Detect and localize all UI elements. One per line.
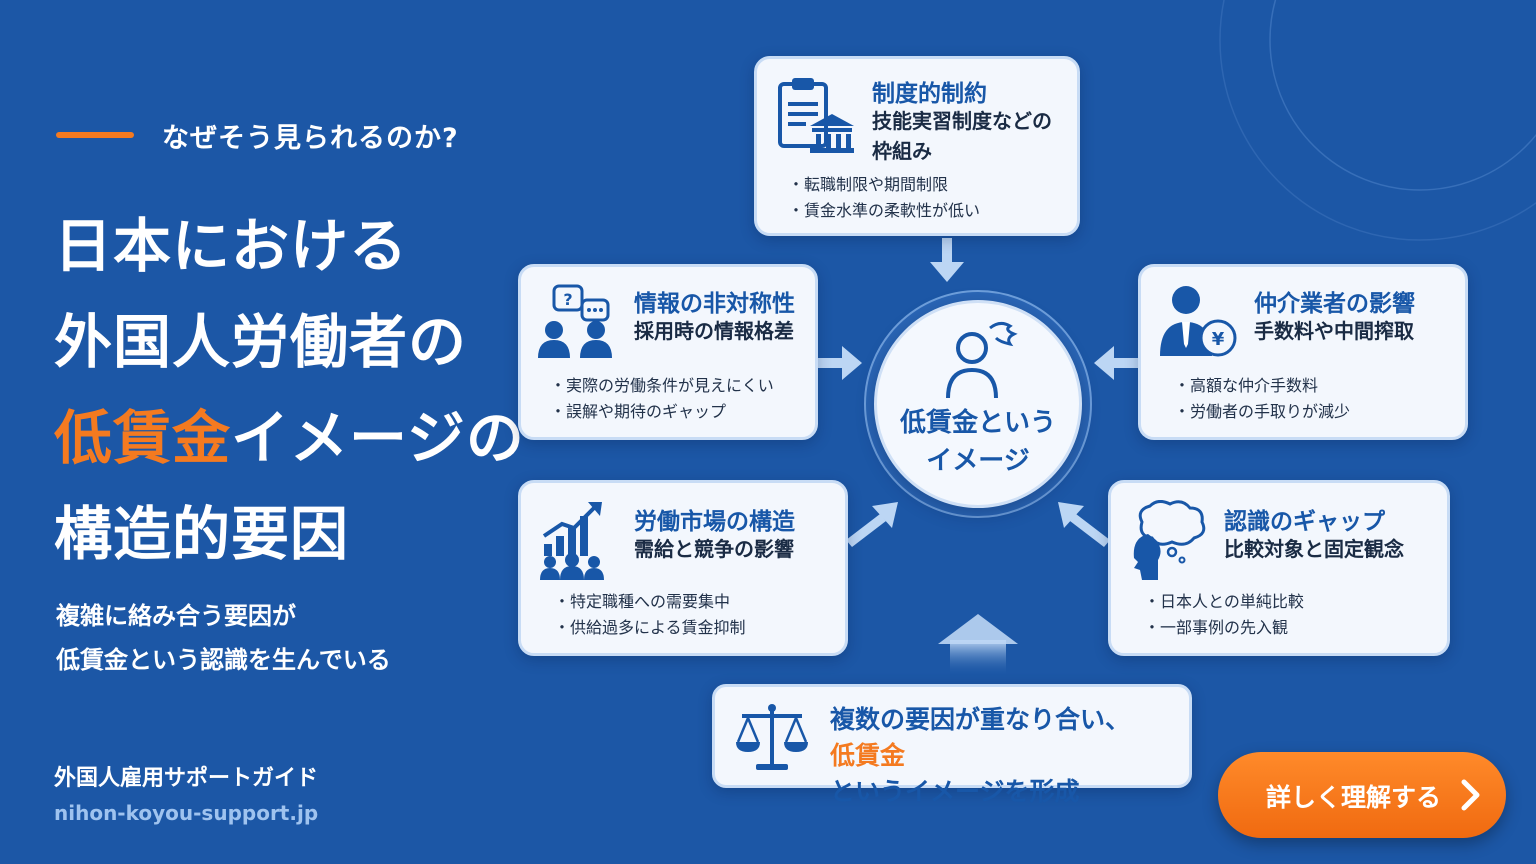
summary-line-2-rest: というイメージを形成: [830, 777, 1080, 806]
card-sub-line-1: 手数料や中間搾取: [1254, 319, 1414, 343]
worried-person-icon: [946, 321, 1018, 399]
arrow-diag-right-shaft: [1070, 514, 1110, 547]
eyebrow: なぜそう見られるのか?: [56, 112, 459, 158]
clipboard-institution-icon: [778, 78, 854, 153]
list-item: 賃金水準の柔軟性が低い: [788, 198, 980, 224]
summary-line-2: 低賃金というイメージを形成: [830, 738, 1130, 810]
arrow-right-head: [842, 346, 862, 380]
list-item: 特定職種への需要集中: [554, 589, 746, 615]
balance-scale-icon: [736, 704, 808, 770]
card-list-broker: 高額な仲介手数料 労働者の手取りが減少: [1174, 373, 1350, 425]
arrow-left-head: [1094, 346, 1114, 380]
list-item: 供給過多による賃金抑制: [554, 615, 746, 641]
question-chat-people-icon: ?: [538, 284, 612, 358]
arrow-right-shaft: [818, 358, 844, 368]
title-line-2: 外国人労働者の: [54, 308, 468, 376]
list-item: 日本人との単純比較: [1144, 589, 1304, 615]
center-label: 低賃金という イメージ: [876, 404, 1080, 480]
accent-line: [56, 132, 134, 138]
card-sub-line-2: 枠組み: [872, 139, 932, 163]
card-list-perception: 日本人との単純比較 一部事例の先入観: [1144, 589, 1304, 641]
summary-card: [712, 684, 1192, 788]
card-sub-market: 需給と競争の影響: [634, 534, 794, 564]
card-sub-line-1: 需給と競争の影響: [634, 537, 794, 561]
arrow-diag-left-head: [872, 502, 898, 528]
card-sub-line-1: 採用時の情報格差: [634, 319, 794, 343]
svg-text:¥: ¥: [1212, 329, 1225, 350]
brand: 外国人雇用サポートガイド nihon-koyou-support.jp: [54, 762, 318, 830]
subtext-line-1: 複雑に絡み合う要因が: [56, 602, 296, 630]
card-title-perception: 認識のギャップ: [1224, 509, 1385, 535]
list-item: 一部事例の先入観: [1144, 615, 1304, 641]
card-title-broker: 仲介業者の影響: [1254, 291, 1415, 317]
title-accent: 低賃金: [54, 404, 232, 472]
card-title-information: 情報の非対称性: [634, 291, 795, 317]
brand-name: 外国人雇用サポートガイド: [54, 766, 319, 791]
card-title-institutional: 制度的制約: [872, 81, 987, 107]
list-item: 実際の労働条件が見えにくい: [550, 373, 774, 399]
list-item: 転職制限や期間制限: [788, 172, 980, 198]
subtext: 複雑に絡み合う要因が 低賃金という認識を生んでいる: [56, 594, 391, 682]
arrow-diag-left-shaft: [846, 514, 886, 547]
up-arrow-head: [938, 614, 1018, 644]
summary-accent: 低賃金: [830, 741, 906, 770]
card-list-information: 実際の労働条件が見えにくい 誤解や期待のギャップ: [550, 373, 774, 425]
list-item: 労働者の手取りが減少: [1174, 399, 1350, 425]
card-sub-broker: 手数料や中間搾取: [1254, 316, 1414, 346]
learn-more-label: 詳しく理解する: [1266, 783, 1442, 812]
card-title-market: 労働市場の構造: [634, 509, 795, 535]
learn-more-button[interactable]: 詳しく理解する: [1218, 752, 1506, 838]
arrow-down-shaft: [942, 238, 952, 264]
arrow-down-head: [930, 262, 964, 282]
card-sub-information: 採用時の情報格差: [634, 316, 794, 346]
summary-text: 複数の要因が重なり合い、 低賃金というイメージを形成: [830, 702, 1130, 810]
title-line-4: 構造的要因: [54, 500, 350, 568]
title-line-3-rest: イメージの: [231, 404, 525, 472]
center-line-2: イメージ: [926, 446, 1030, 476]
center-line-1: 低賃金という: [899, 408, 1056, 438]
card-list-institutional: 転職制限や期間制限 賃金水準の柔軟性が低い: [788, 172, 980, 224]
arrow-diag-right-head: [1058, 502, 1084, 528]
list-item: 高額な仲介手数料: [1174, 373, 1350, 399]
card-sub-institutional: 技能実習制度などの 枠組み: [872, 106, 1052, 166]
eyebrow-text: なぜそう見られるのか?: [162, 122, 459, 154]
title-line-1: 日本における: [54, 212, 409, 280]
subtext-line-2: 低賃金という認識を生んでいる: [56, 646, 391, 674]
card-list-market: 特定職種への需要集中 供給過多による賃金抑制: [554, 589, 746, 641]
summary-line-1: 複数の要因が重なり合い、: [830, 705, 1131, 734]
arrow-left-shaft: [1112, 358, 1138, 368]
card-sub-perception: 比較対象と固定観念: [1224, 534, 1404, 564]
head-thought-cloud-icon: [1133, 500, 1206, 580]
page-title: 日本における 外国人労働者の 低賃金イメージの 構造的要因: [54, 198, 525, 582]
card-sub-line-1: 技能実習制度などの: [872, 109, 1052, 133]
svg-text:?: ?: [563, 290, 572, 309]
title-line-3: 低賃金イメージの: [54, 390, 525, 486]
up-arrow-shaft: [950, 640, 1006, 676]
card-sub-line-1: 比較対象と固定観念: [1224, 537, 1404, 561]
brand-url[interactable]: nihon-koyou-support.jp: [54, 801, 319, 825]
businessman-yen-icon: ¥: [1160, 286, 1237, 357]
chevron-right-icon: [1461, 779, 1480, 811]
list-item: 誤解や期待のギャップ: [550, 399, 774, 425]
growth-chart-crowd-icon: [540, 502, 604, 580]
